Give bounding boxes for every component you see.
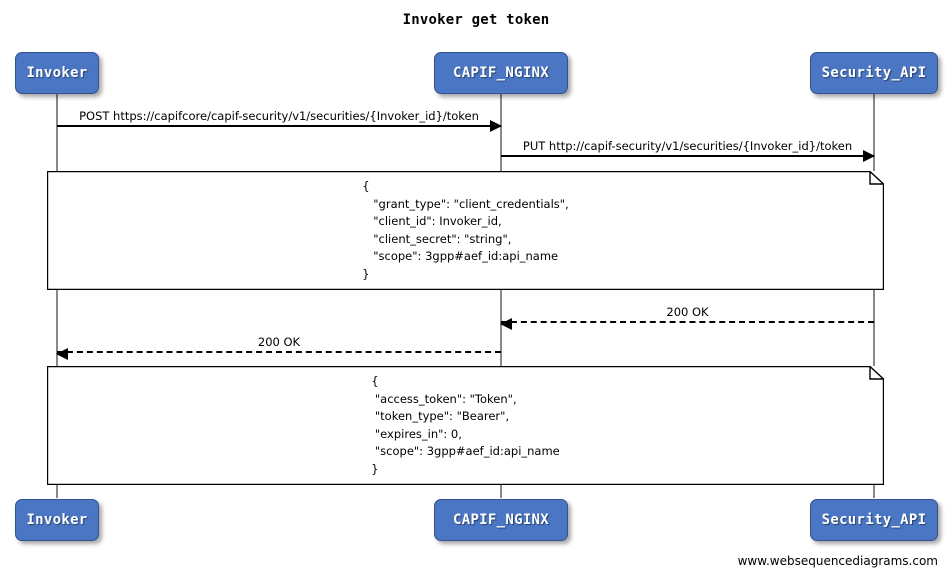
note-response-body: { "access_token": "Token", "token_type":… [47, 366, 884, 485]
message-label-post-token: POST https://capifcore/capif-security/v1… [79, 109, 479, 124]
footer-attribution: www.websequencediagrams.com [737, 554, 938, 568]
note-shape-dogear [47, 171, 884, 290]
note-shape-dogear [47, 366, 884, 485]
participant-label-capif-nginx-bottom: CAPIF_NGINX [452, 512, 550, 528]
message-arrow-200-ok-nginx-to-invoker[interactable]: 200 OK [56, 336, 501, 360]
page-title: Invoker get token [402, 12, 550, 28]
arrowhead-left-icon [56, 348, 68, 360]
participant-label-security-api-top: Security_API [821, 65, 927, 81]
participant-label-security-api-bottom: Security_API [821, 512, 927, 528]
participant-box-capif-nginx-bottom[interactable]: CAPIF_NGINX [434, 499, 568, 541]
message-label-put-token: PUT http://capif-security/v1/securities/… [522, 139, 853, 154]
participant-box-invoker-bottom[interactable]: Invoker [15, 499, 99, 541]
participant-label-capif-nginx-top: CAPIF_NGINX [452, 65, 550, 81]
participant-box-security-api-top[interactable]: Security_API [810, 52, 938, 94]
lifeline-security-api [873, 94, 875, 498]
arrowhead-right-icon [490, 120, 502, 132]
message-arrow-200-ok-security-to-nginx[interactable]: 200 OK [500, 306, 874, 330]
lifeline-invoker [56, 94, 58, 498]
arrowhead-right-icon [863, 150, 875, 162]
message-arrow-put-token[interactable]: PUT http://capif-security/v1/securities/… [501, 140, 875, 162]
participant-box-security-api-bottom[interactable]: Security_API [810, 499, 938, 541]
participant-label-invoker-bottom: Invoker [26, 512, 88, 528]
message-arrow-post-token[interactable]: POST https://capifcore/capif-security/v1… [57, 110, 502, 132]
message-label-200-ok-security-to-nginx: 200 OK [666, 305, 709, 320]
note-response-body-text: { "access_token": "Token", "token_type":… [371, 374, 560, 476]
note-request-body-text: { "grant_type": "client_credentials", "c… [362, 179, 569, 281]
participant-box-capif-nginx-top[interactable]: CAPIF_NGINX [434, 52, 568, 94]
participant-box-invoker-top[interactable]: Invoker [15, 52, 99, 94]
participant-label-invoker-top: Invoker [26, 65, 88, 81]
arrowhead-left-icon [500, 318, 512, 330]
lifeline-capif-nginx [500, 94, 502, 498]
note-request-body: { "grant_type": "client_credentials", "c… [47, 171, 884, 290]
message-label-200-ok-nginx-to-invoker: 200 OK [257, 335, 301, 350]
